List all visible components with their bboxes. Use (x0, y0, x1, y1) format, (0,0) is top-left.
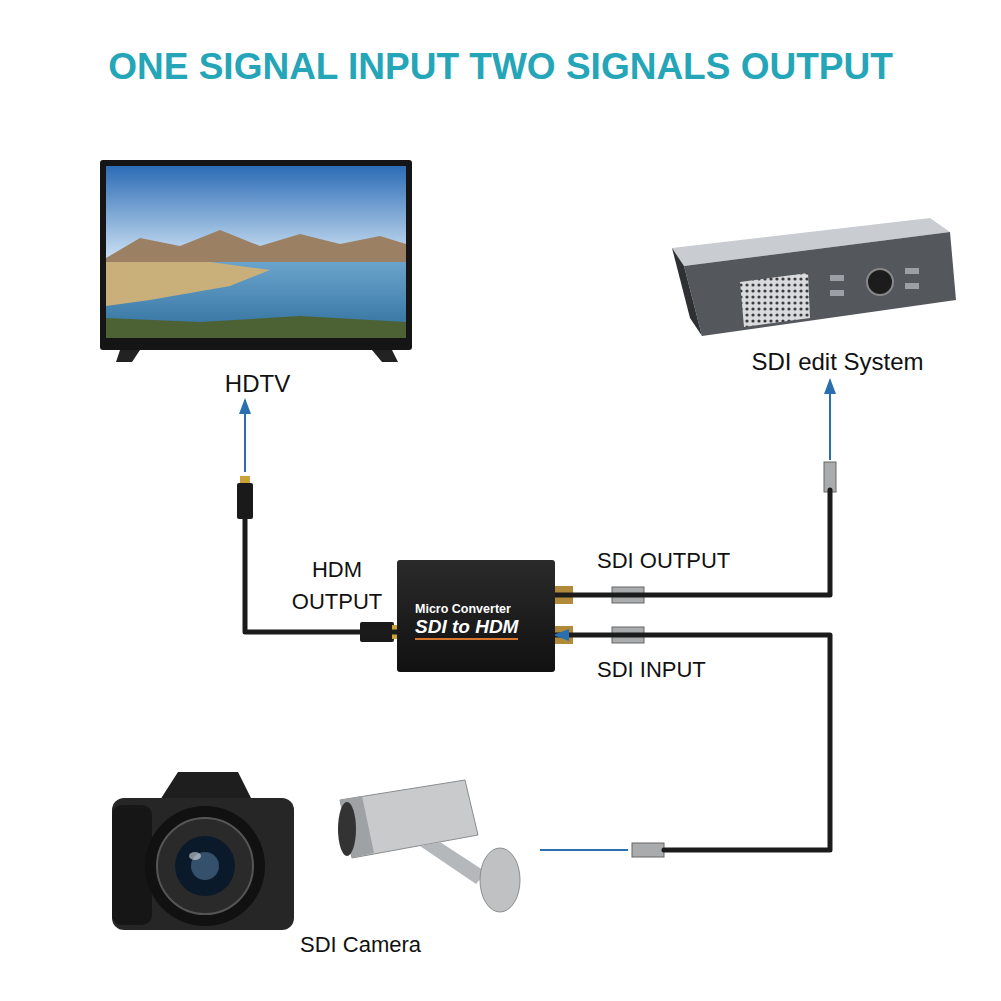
edit-system-node: SDI edit System (700, 215, 975, 380)
camera-node: SDI Camera (105, 765, 535, 960)
port-label: SDI INPUT (597, 654, 797, 686)
edit-system-illustration-part (672, 248, 702, 336)
dslr-camera-illustration-part (112, 798, 294, 930)
tv-illustration (100, 160, 412, 362)
cable (245, 518, 397, 632)
tv-illustration-part (106, 230, 406, 264)
cctv-camera-illustration-part (340, 780, 478, 858)
cctv-camera-illustration-part (480, 848, 520, 912)
connector-plugs-part (237, 483, 253, 519)
cctv-camera-illustration (338, 780, 520, 912)
edit-system-illustration-part (867, 269, 893, 295)
signal-arrow (829, 380, 831, 460)
edit-system-illustration-part (740, 273, 810, 327)
cctv-camera-illustration-part (420, 842, 486, 884)
dslr-camera-illustration-part (157, 818, 253, 914)
port-label: HDM OUTPUT (282, 554, 392, 618)
converter-model: SDI to HDM (415, 616, 518, 640)
connector-plugs (237, 462, 836, 857)
edit-system-illustration-part (905, 268, 919, 274)
hdtv-node: HDTV (95, 155, 420, 400)
tv-illustration-part (106, 262, 406, 338)
signal-connector (245, 400, 397, 632)
port-label: SDI OUTPUT (597, 545, 797, 577)
converter-box: Micro ConverterSDI to HDM (397, 560, 555, 672)
signal-arrow (244, 400, 246, 472)
signal-arrow (540, 849, 628, 851)
cable (555, 635, 830, 850)
connector-plugs-part (632, 843, 664, 857)
cable (555, 490, 830, 595)
cctv-camera-illustration-part (338, 802, 356, 856)
tv-illustration-part (372, 350, 398, 362)
edit-system-illustration-part (684, 232, 956, 336)
edit-system-illustration-part (830, 275, 844, 281)
dslr-camera-illustration-part (189, 852, 201, 860)
signal-connector (555, 380, 830, 595)
tv-illustration-part (106, 262, 270, 306)
device-label: SDI edit System (751, 348, 923, 376)
converter-brand: Micro Converter (415, 602, 511, 616)
tv-illustration-part (106, 166, 406, 338)
signal-connector (540, 635, 830, 850)
tv-illustration-part (106, 316, 406, 338)
device-label: SDI Camera (300, 932, 421, 958)
dslr-camera-illustration-part (175, 836, 235, 896)
device-label: HDTV (225, 370, 290, 398)
dslr-camera-illustration (112, 772, 294, 930)
tv-illustration-part (100, 160, 412, 350)
tv-illustration-part (116, 350, 140, 362)
diagram-title: ONE SIGNAL INPUT TWO SIGNALS OUTPUT (0, 46, 1001, 88)
dslr-camera-illustration-part (160, 772, 252, 800)
edit-system-illustration (672, 218, 956, 336)
edit-system-illustration-part (830, 290, 844, 296)
dslr-camera-illustration-part (145, 806, 265, 926)
edit-system-illustration-part (905, 283, 919, 289)
